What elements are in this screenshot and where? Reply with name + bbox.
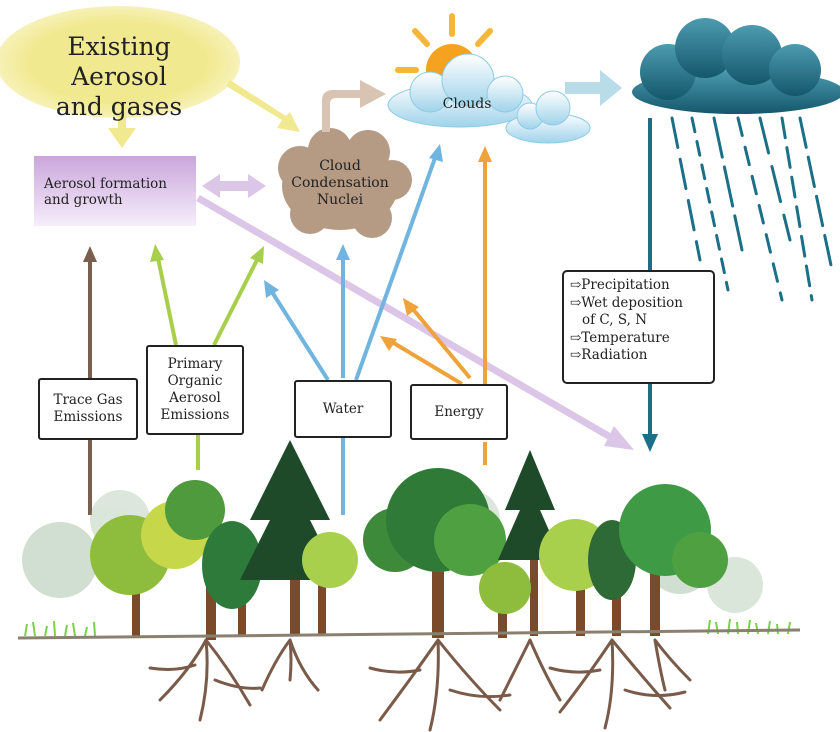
ccn-blob [278,128,412,238]
primary-line-1: Primary [167,356,223,373]
trace-gas-line-1: Trace Gas [53,392,123,409]
ccn-to-cloud-arrow [322,80,386,132]
ccn-line-2: Condensation [291,174,389,191]
aerosol-formation-box [34,156,196,226]
water-label: Water [322,400,364,417]
forest-illustration [17,440,801,732]
ccn-line-1: Cloud [319,158,361,174]
effect-wet-deposition: ⇨Wet deposition [570,294,684,311]
aerosol-line-2: and growth [44,192,123,209]
primary-line-4: Emissions [160,406,230,423]
clouds-label: Clouds [442,96,492,112]
energy-label: Energy [434,403,484,420]
trace-gas-emissions-box: Trace Gas Emissions [38,378,138,440]
effect-temperature: ⇨Temperature [570,329,670,346]
primary-line-2: Organic [167,373,223,390]
cloud-to-rain-arrow [565,70,622,106]
primary-organic-aerosol-box: Primary Organic Aerosol Emissions [146,345,244,435]
aerosol-to-forest-arrow [196,194,634,450]
energy-arrows [380,146,492,465]
effect-precipitation: ⇨Precipitation [570,277,670,293]
rain-cloud-icon [632,18,840,114]
ccn-label: Cloud Condensation Nuclei [290,158,390,208]
aerosol-line-1: Aerosol formation [44,176,167,192]
yellow-arrows [108,80,300,148]
effect-radiation: ⇨Radiation [570,347,648,364]
existing-aerosol-bubble [0,6,240,118]
aerosol-ccn-double-arrow [202,174,266,198]
existing-aerosol-title: Existing Aerosol and gases [24,32,214,122]
effects-box: ⇨Precipitation ⇨Wet deposition of C, S, … [562,270,715,384]
energy-box: Energy [410,384,508,440]
title-line-1: Existing Aerosol [67,32,171,91]
title-line-2: and gases [55,92,183,121]
water-box: Water [294,380,392,438]
primary-emission-arrows [150,244,264,470]
effect-wet-deposition-cont: of C, S, N [582,312,648,329]
aerosol-formation-label: Aerosol formation and growth [44,176,194,208]
white-cloud-icon [387,53,591,144]
rain-streaks [670,116,834,302]
ccn-line-3: Nuclei [316,191,364,208]
primary-line-3: Aerosol [169,390,221,406]
water-arrows [264,144,443,515]
trace-gas-line-2: Emissions [53,409,123,425]
